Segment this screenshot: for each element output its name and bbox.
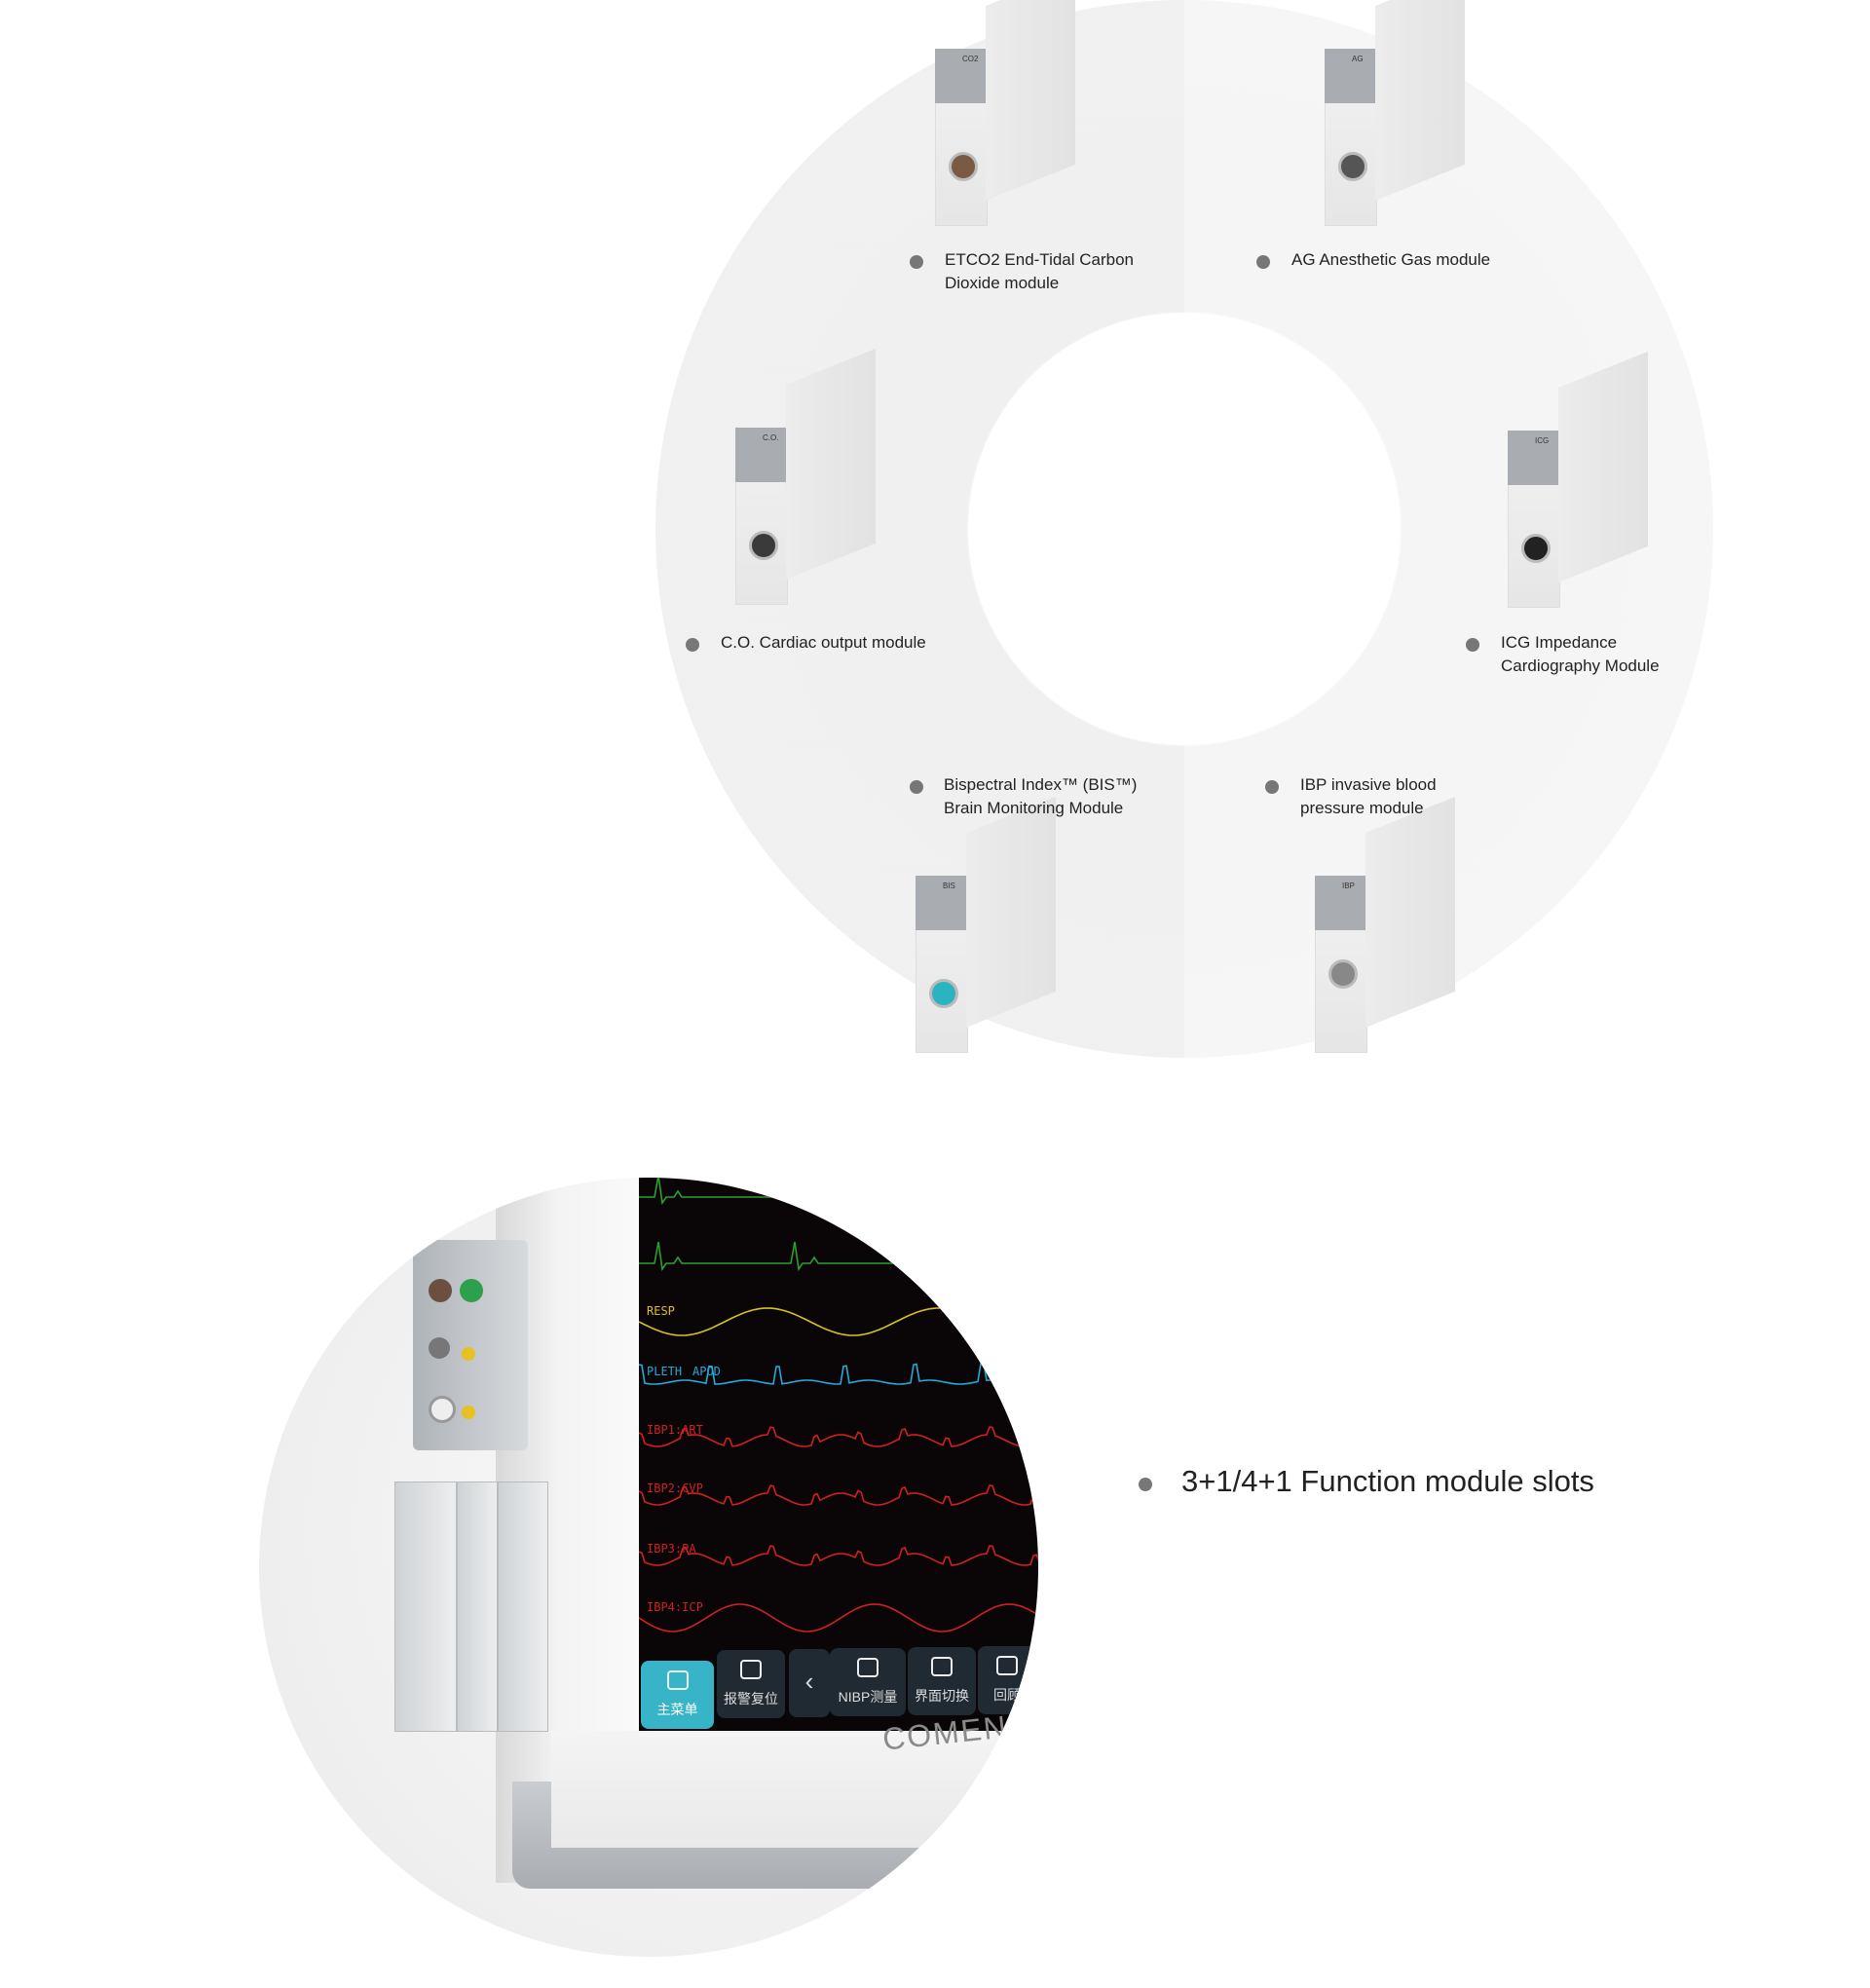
bullet-dot [1265, 780, 1279, 794]
toolbar-button-4: 界面切换 [908, 1647, 976, 1715]
module-ag-label: AG Anesthetic Gas module [1291, 248, 1490, 272]
toolbar-button-1: 报警复位 [717, 1650, 785, 1718]
ring-center [968, 313, 1401, 745]
module-tag: ICG [1535, 436, 1550, 445]
wave-label: IBP4:ICP [647, 1600, 703, 1614]
wave-ibp1-art [639, 1426, 1038, 1447]
bullet-dot [910, 255, 923, 269]
toolbar-button-label: 报警复位 [724, 1691, 778, 1707]
toolbar-button-label: NIBP测量 [838, 1689, 898, 1705]
waveforms [639, 1178, 1038, 1632]
monitor-bezel [551, 1731, 1038, 1848]
module-etco2-image: CO2 [935, 0, 1091, 230]
slot-module [457, 1482, 498, 1732]
wave-label: IBP1:ART [647, 1423, 703, 1437]
toolbar-button-label: 回顾 [993, 1687, 1021, 1703]
module-icg-image: ICG [1508, 351, 1664, 612]
module-co-label: C.O. Cardiac output module [721, 631, 926, 655]
wave-pleth [639, 1362, 1038, 1385]
review-icon [996, 1656, 1018, 1675]
bullet-dot [1466, 638, 1479, 652]
bullet-dot [686, 638, 699, 652]
monitor-screen: RESP PLETH APOD IBP1:ART IBP2:CVP IBP3:PA IBP4… [639, 1178, 1038, 1731]
module-tag: IBP [1342, 881, 1355, 890]
wave-label: IBP3:PA [647, 1542, 696, 1556]
toolbar-button-label: 界面切换 [915, 1688, 969, 1704]
module-tag: BIS [943, 881, 955, 890]
wave-ibp3-pa [639, 1545, 1038, 1566]
wave-resp [639, 1307, 1038, 1336]
label-line: AG Anesthetic Gas module [1291, 250, 1491, 269]
module-co-image: C.O. [735, 348, 891, 609]
label-line: Dioxide module [945, 274, 1060, 292]
slots-label: 3+1/4+1 Function module slots [1181, 1464, 1594, 1498]
layers-icon [931, 1657, 953, 1676]
ecg-wave [639, 1178, 1038, 1206]
label-line: IBP invasive blood [1300, 775, 1437, 794]
wave-ibp2-cvp [639, 1484, 1038, 1506]
wave-label: RESP [647, 1304, 675, 1318]
monitor-icon [666, 1670, 689, 1690]
module-bis-image: BIS [916, 796, 1071, 1057]
wave-label: PLETH [647, 1365, 683, 1378]
bullet-dot [910, 780, 923, 794]
screen-toolbar: 主菜单 报警复位 ‹ NIBP测量 界面切换 回顾 [639, 1645, 1038, 1731]
toolbar-button-5: 回顾 [978, 1646, 1036, 1714]
label-line: ICG Impedance [1501, 633, 1618, 652]
bullet-dot [1139, 1478, 1152, 1491]
module-rack [413, 1240, 528, 1450]
module-ag-image: AG [1325, 0, 1480, 230]
module-icg-label: ICG Impedance Cardiography Module [1501, 631, 1660, 678]
alarm-reset-icon [740, 1660, 762, 1679]
module-ibp-image: IBP [1315, 796, 1471, 1057]
label-line: C.O. Cardiac output module [721, 633, 926, 652]
bullet-dot [1256, 255, 1270, 269]
module-ibp-label: IBP invasive blood pressure module [1300, 773, 1437, 820]
monitor-image: RESP PLETH APOD IBP1:ART IBP2:CVP IBP3:PA IBP4… [259, 1178, 1038, 1957]
label-line: pressure module [1300, 799, 1424, 817]
label-line: Cardiography Module [1501, 656, 1660, 675]
toolbar-button-3: NIBP测量 [830, 1648, 906, 1716]
toolbar-button-label: 主菜单 [656, 1702, 698, 1717]
wave-label: IBP2:CVP [647, 1482, 703, 1495]
label-line: Bispectral Index™ (BIS™) [944, 775, 1138, 794]
toolbar-button-label: ‹ [804, 1667, 814, 1696]
toolbar-button-0: 主菜单 [641, 1661, 714, 1729]
nibp-icon [857, 1658, 879, 1677]
label-line: ETCO2 End-Tidal Carbon [945, 250, 1135, 269]
ecg-wave [639, 1241, 1038, 1272]
wave-label: APOD [692, 1365, 721, 1378]
module-tag: CO2 [962, 55, 979, 63]
module-tag: AG [1352, 55, 1364, 63]
slot-module [498, 1482, 548, 1732]
toolbar-button-2: ‹ [789, 1649, 830, 1717]
module-bis-label: Bispectral Index™ (BIS™) Brain Monitorin… [944, 773, 1137, 820]
module-tag: C.O. [763, 433, 779, 442]
label-line: Brain Monitoring Module [944, 799, 1124, 817]
slot-module [394, 1482, 457, 1732]
module-etco2-label: ETCO2 End-Tidal Carbon Dioxide module [945, 248, 1134, 295]
wave-ibp4-icp [639, 1603, 1038, 1632]
